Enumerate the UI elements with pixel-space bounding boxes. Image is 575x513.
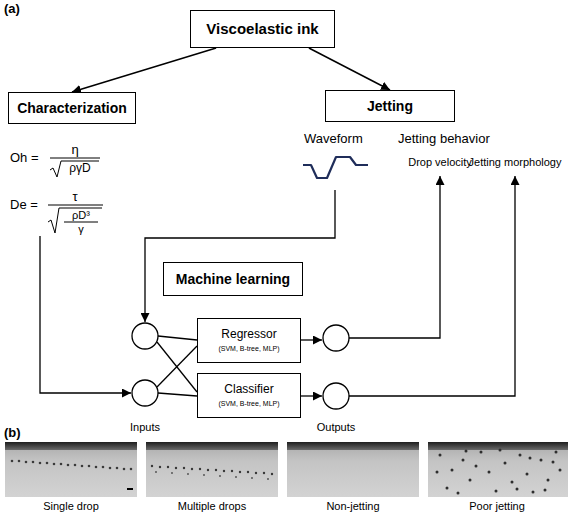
formula-term: γ — [78, 223, 84, 235]
droplets — [12, 461, 131, 469]
box-title: Viscoelastic ink — [206, 20, 318, 37]
formula-term: τ — [72, 190, 77, 204]
photo-caption: Multiple drops — [178, 500, 246, 512]
section-label: Waveform — [304, 132, 363, 146]
model-box: Regressor (SVM, B-tree, MLP) — [197, 318, 301, 363]
formula-term: De = — [10, 198, 38, 212]
photo-caption: Non-jetting — [326, 500, 379, 512]
output-line — [349, 176, 515, 396]
network-link — [157, 342, 197, 392]
photo-panel — [287, 442, 419, 497]
nozzle-band — [5, 442, 137, 450]
formula-strokes — [48, 158, 103, 233]
panel-label: (b) — [4, 426, 21, 440]
layer-label: Inputs — [130, 421, 160, 433]
fraction-bar — [64, 222, 98, 223]
output-line — [349, 176, 440, 338]
box-subtitle: (SVM, B-tree, MLP) — [218, 400, 279, 408]
section-label: Jetting behavior — [398, 132, 490, 146]
box-title: Classifier — [224, 383, 273, 397]
output-label: Drop velocity — [408, 156, 472, 168]
output-circle — [323, 383, 349, 409]
droplets — [152, 466, 272, 474]
radical-sign — [48, 208, 102, 233]
photo-panel — [428, 442, 568, 497]
formula-term: Oh = — [10, 151, 39, 165]
flow-lines — [40, 176, 515, 396]
nozzle-band — [287, 442, 419, 450]
network-link — [158, 336, 197, 340]
scale-bar — [127, 488, 133, 490]
box-title: Characterization — [17, 100, 127, 116]
input-circle — [132, 380, 158, 406]
flow-arrow — [72, 48, 216, 92]
fraction-bar — [48, 205, 103, 206]
nozzle-band — [428, 442, 568, 450]
box-subtitle: (SVM, B-tree, MLP) — [218, 345, 279, 353]
box-title: Jetting — [367, 98, 413, 114]
process-box: Jetting — [325, 90, 455, 122]
waveform-symbol — [303, 157, 368, 178]
box-title: Machine learning — [176, 271, 290, 287]
radical-sign — [50, 161, 99, 177]
input-circle — [132, 323, 158, 349]
section-box: Machine learning — [163, 262, 303, 296]
flow-arrow — [309, 48, 390, 90]
formula-term: ργD — [69, 162, 91, 175]
output-circle — [323, 325, 349, 351]
model-box: Classifier (SVM, B-tree, MLP) — [197, 373, 301, 418]
source-box: Viscoelastic ink — [190, 10, 335, 48]
input-line — [145, 190, 335, 322]
formula-term: ρD³ — [72, 209, 90, 221]
output-arrow — [301, 339, 322, 340]
scattered-droplets — [437, 450, 560, 493]
satellite-droplets — [156, 472, 268, 479]
layer-label: Outputs — [317, 421, 356, 433]
network-link — [158, 393, 197, 396]
input-line — [40, 236, 131, 393]
box-title: Regressor — [221, 328, 276, 342]
photo-caption: Poor jetting — [469, 500, 525, 512]
process-box: Characterization — [8, 92, 136, 124]
jetting-photos — [5, 442, 568, 497]
photo-panel — [146, 442, 278, 497]
formula-term: η — [71, 143, 78, 157]
panel-label: (a) — [4, 2, 20, 16]
output-label: Jetting morphology — [469, 156, 562, 168]
network-link — [157, 346, 197, 387]
photo-caption: Single drop — [43, 500, 99, 512]
fraction-bar — [50, 158, 100, 159]
photo-panel — [5, 442, 137, 497]
nozzle-band — [146, 442, 278, 450]
output-arrow — [301, 395, 322, 396]
